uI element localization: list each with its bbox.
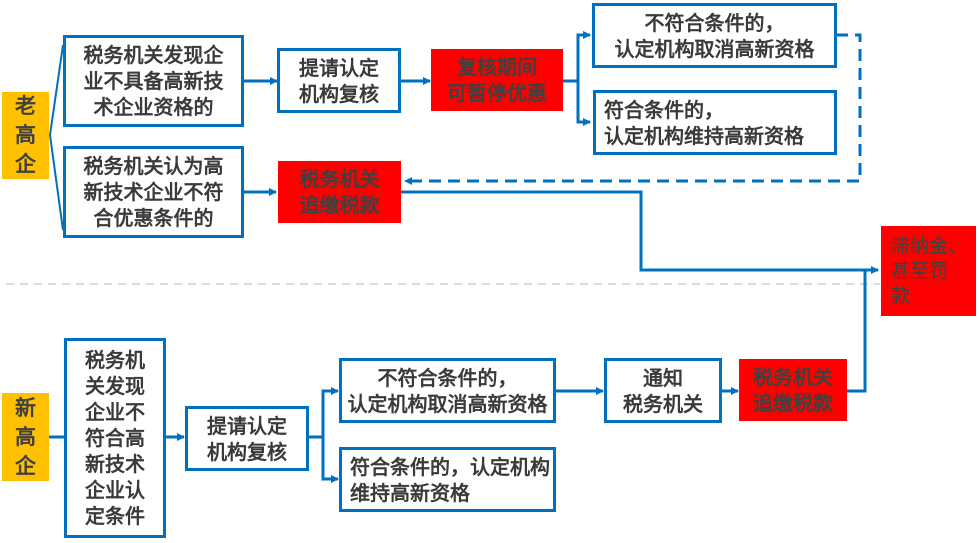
arrow-to-maintain-new <box>321 437 339 483</box>
old-suspend-box: 复核期间 可暂停优惠 <box>431 49 563 111</box>
arrow-to-maintain-old <box>576 81 591 126</box>
arrow-to-revoke-old <box>576 31 591 81</box>
line-new-collect-to-penalty <box>847 270 867 393</box>
new-revoke-box: 不符合条件的， 认定机构取消高新资格 <box>339 358 556 423</box>
new-category-label: 新 高 企 <box>2 393 49 481</box>
new-collect-box: 税务机关 追缴税款 <box>739 359 847 421</box>
old-revoke-box: 不符合条件的， 认定机构取消高新资格 <box>592 3 837 68</box>
new-notify-box: 通知 税务机关 <box>604 358 722 423</box>
old-category-label: 老 高 企 <box>2 92 49 179</box>
old-trigger-b: 税务机关认为高 新技术企业不符 合优惠条件的 <box>63 146 244 238</box>
penalty-box: 滞纳金、 甚至罚 款 <box>881 226 976 316</box>
old-bracket <box>48 44 64 231</box>
arrow-collect-to-penalty <box>400 190 879 274</box>
new-maintain-box: 符合条件的，认定机构 维持高新资格 <box>339 447 556 512</box>
arrow-to-revoke-new <box>321 387 339 437</box>
new-review-box: 提请认定 机构复核 <box>185 406 309 471</box>
dashed-revoke-to-collect <box>404 33 862 185</box>
old-collect-box: 税务机关 追缴税款 <box>278 161 401 223</box>
old-maintain-box: 符合条件的， 认定机构维持高新资格 <box>593 90 837 155</box>
new-trigger-box: 税务机 关发现 企业不 符合高 新技术 企业认 定条件 <box>64 338 166 538</box>
old-review-box: 提请认定 机构复核 <box>277 48 401 113</box>
old-trigger-a: 税务机关发现企 业不具备高新技 术企业资格的 <box>63 35 244 127</box>
